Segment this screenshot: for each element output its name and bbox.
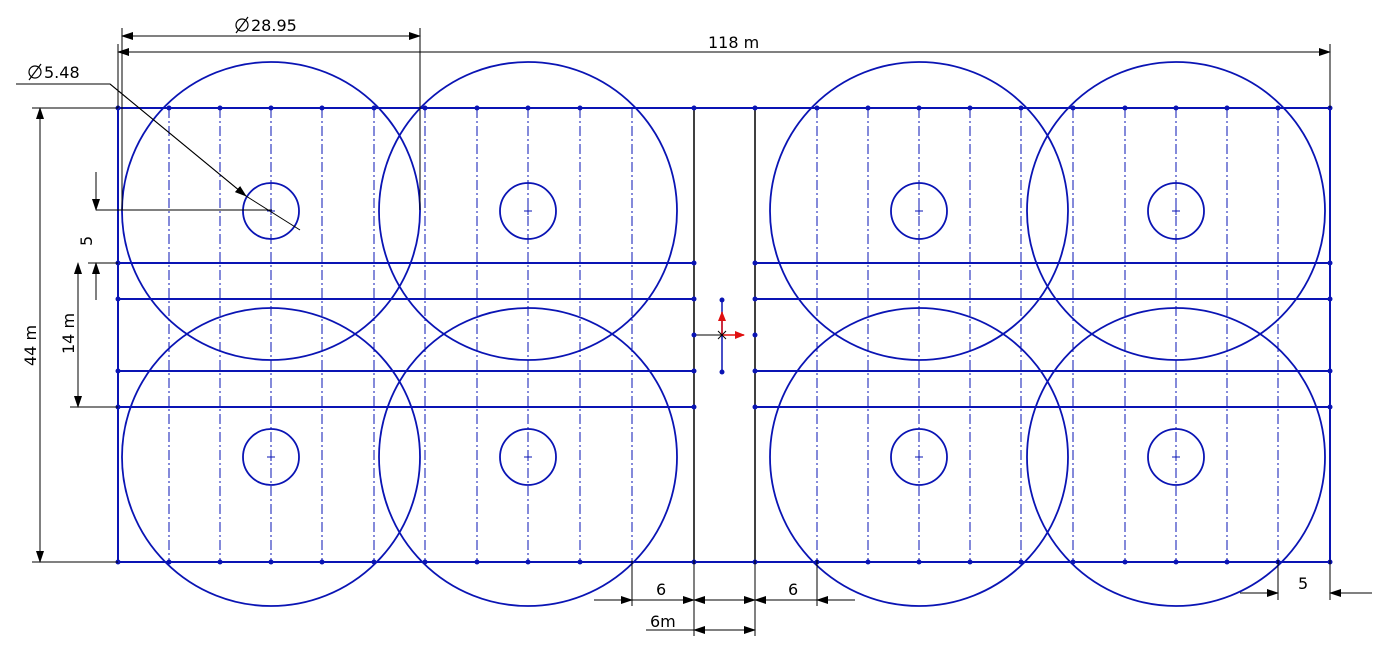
dimension-text-band-height[interactable]: 14 m: [59, 313, 78, 354]
vertex-point[interactable]: [371, 559, 377, 565]
vertex-point[interactable]: [115, 296, 121, 302]
vertex-point[interactable]: [1327, 296, 1333, 302]
vertex-point[interactable]: [422, 559, 428, 565]
tank-circle-inner[interactable]: [242, 428, 300, 486]
tank-circle-outer[interactable]: [121, 61, 421, 361]
vertex-point[interactable]: [1224, 559, 1230, 565]
tank-circle-inner[interactable]: [890, 428, 948, 486]
vertex-point[interactable]: [752, 105, 758, 111]
vertex-point[interactable]: [371, 105, 377, 111]
vertex-point[interactable]: [1327, 260, 1333, 266]
vertex-point[interactable]: [691, 296, 697, 302]
tank-circle-inner[interactable]: [242, 182, 300, 240]
vertex-point[interactable]: [1327, 404, 1333, 410]
diameter-icon: [28, 63, 42, 81]
tank-circle-inner[interactable]: [890, 182, 948, 240]
vertex-point[interactable]: [691, 404, 697, 410]
vertex-point[interactable]: [1070, 559, 1076, 565]
sketch-geometry[interactable]: [115, 61, 1333, 607]
vertex-point[interactable]: [166, 105, 172, 111]
vertex-point[interactable]: [319, 105, 325, 111]
vertex-point[interactable]: [1327, 368, 1333, 374]
vertex-point[interactable]: [166, 559, 172, 565]
vertex-point[interactable]: [916, 559, 922, 565]
origin-icon[interactable]: [691, 297, 758, 375]
tank-circle-inner[interactable]: [499, 182, 557, 240]
vertex-point[interactable]: [525, 559, 531, 565]
vertex-point[interactable]: [752, 260, 758, 266]
tank-circle-outer[interactable]: [769, 307, 1069, 607]
vertex-point[interactable]: [865, 105, 871, 111]
vertex-point[interactable]: [691, 260, 697, 266]
vertex-point[interactable]: [1070, 105, 1076, 111]
vertex-point[interactable]: [865, 559, 871, 565]
vertex-point[interactable]: [691, 368, 697, 374]
dimension-text-gap-left[interactable]: 6: [656, 580, 666, 599]
tank-circle-inner[interactable]: [1147, 182, 1205, 240]
dimension-text-total-width[interactable]: 118 m: [708, 33, 759, 52]
tank-circle-inner[interactable]: [1147, 428, 1205, 486]
dimension-text-gap-right[interactable]: 6: [788, 580, 798, 599]
vertex-point[interactable]: [115, 368, 121, 374]
vertex-point[interactable]: [814, 105, 820, 111]
diameter-icon: [235, 16, 249, 34]
vertex-point[interactable]: [268, 105, 274, 111]
dimension-text-gap-center[interactable]: 6m: [650, 612, 676, 631]
vertex-point[interactable]: [217, 559, 223, 565]
vertex-point[interactable]: [1275, 105, 1281, 111]
vertex-point[interactable]: [217, 105, 223, 111]
vertex-point[interactable]: [691, 105, 697, 111]
dimension-text-center-offset[interactable]: 5: [77, 236, 96, 246]
vertex-point[interactable]: [1018, 105, 1024, 111]
vertex-point[interactable]: [967, 105, 973, 111]
dimension-text-total-height[interactable]: 44 m: [21, 325, 40, 366]
dimension-lines: [16, 28, 1372, 636]
diameter-dimension-small[interactable]: 5.48: [28, 63, 80, 82]
vertex-point[interactable]: [1122, 105, 1128, 111]
vertex-point[interactable]: [525, 105, 531, 111]
vertex-point[interactable]: [1224, 105, 1230, 111]
tank-circle-outer[interactable]: [121, 307, 421, 607]
vertex-point[interactable]: [916, 105, 922, 111]
tank-circle-inner[interactable]: [499, 428, 557, 486]
vertex-point[interactable]: [319, 559, 325, 565]
vertex-point[interactable]: [577, 105, 583, 111]
tank-circle-outer[interactable]: [378, 61, 678, 361]
vertex-point[interactable]: [1173, 105, 1179, 111]
vertex-point[interactable]: [474, 105, 480, 111]
dimension-text-small-diameter: 5.48: [44, 63, 80, 82]
dimension-text-edge-right[interactable]: 5: [1298, 574, 1308, 593]
vertex-point[interactable]: [752, 368, 758, 374]
diameter-dimension-large[interactable]: 28.95: [235, 16, 297, 35]
tank-circle-outer[interactable]: [378, 307, 678, 607]
tank-circle-outer[interactable]: [1026, 307, 1326, 607]
vertex-point[interactable]: [752, 296, 758, 302]
vertex-point[interactable]: [1173, 559, 1179, 565]
dimension-text-big-diameter: 28.95: [251, 16, 297, 35]
vertex-point[interactable]: [1122, 559, 1128, 565]
vertex-point[interactable]: [577, 559, 583, 565]
vertex-point[interactable]: [1018, 559, 1024, 565]
vertex-point[interactable]: [268, 559, 274, 565]
vertex-point[interactable]: [752, 404, 758, 410]
tank-circle-outer[interactable]: [1026, 61, 1326, 361]
tank-circle-outer[interactable]: [769, 61, 1069, 361]
vertex-point[interactable]: [474, 559, 480, 565]
vertex-point[interactable]: [967, 559, 973, 565]
vertex-point[interactable]: [422, 105, 428, 111]
